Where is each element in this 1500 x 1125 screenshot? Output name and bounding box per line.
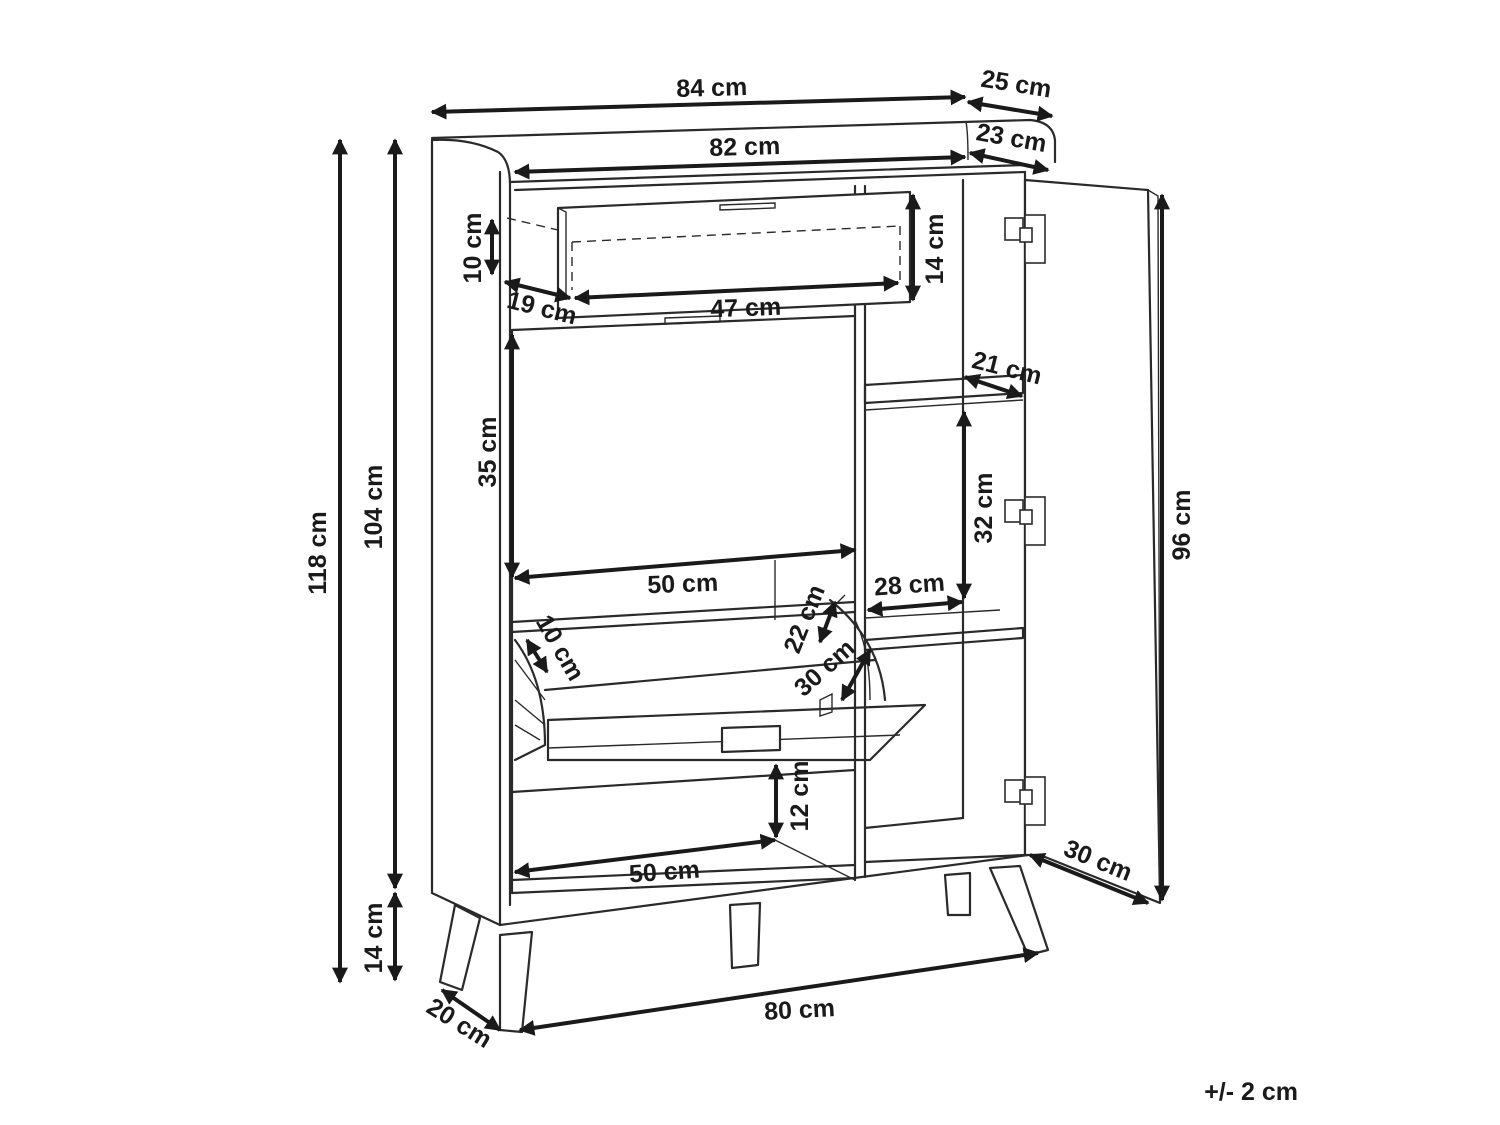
label-compartment-height-right: 32 cm (970, 473, 998, 544)
dim-line-47 (573, 275, 900, 306)
dim-line-84 (430, 89, 967, 120)
dim-line-30-flap (840, 648, 872, 702)
dim-line-82 (513, 149, 967, 180)
hinge-bottom (1004, 776, 1046, 826)
label-compartment-width-left: 50 cm (647, 569, 719, 599)
label-flap-depth-a: 10 cm (530, 610, 590, 685)
label-width-inner: 82 cm (709, 132, 781, 162)
label-depth-inner: 23 cm (974, 118, 1049, 158)
dim-line-50-bottom (513, 833, 777, 879)
dim-line-10-flap (525, 638, 549, 674)
label-drawer-height-front: 10 cm (459, 213, 487, 284)
hinge-middle (1004, 496, 1046, 546)
tolerance-note: +/- 2 cm (1204, 1078, 1298, 1106)
label-drawer-width: 47 cm (710, 293, 782, 323)
hinge-top (1004, 214, 1046, 264)
label-drawer-height: 14 cm (921, 214, 949, 285)
dim-line-30-door (1028, 853, 1150, 905)
label-depth-outer: 25 cm (979, 65, 1053, 104)
label-leg-height: 14 cm (360, 903, 388, 974)
label-body-height: 104 cm (360, 465, 388, 550)
dim-line-28 (866, 595, 964, 617)
label-compartment-width-right: 28 cm (873, 569, 946, 602)
dim-line-20 (440, 988, 502, 1032)
dim-line-80 (518, 947, 1040, 1036)
label-flap-depth-b: 22 cm (778, 581, 831, 657)
label-width-outer: 84 cm (676, 73, 748, 103)
dim-line-21 (963, 373, 1024, 400)
dimension-lines (332, 89, 1170, 1036)
dim-line-19 (503, 277, 572, 303)
label-bottom-width: 50 cm (628, 856, 701, 889)
label-leg-span: 80 cm (763, 994, 835, 1026)
dim-line-50-top (513, 543, 857, 585)
label-flap-height: 12 cm (786, 761, 814, 832)
label-total-height: 118 cm (304, 511, 332, 594)
label-compartment-height-left: 35 cm (474, 417, 502, 488)
dim-line-25 (966, 96, 1054, 122)
legs (438, 864, 1050, 1034)
dim-line-22 (817, 600, 838, 644)
dim-line-23 (968, 148, 1050, 175)
label-door-height: 96 cm (1168, 490, 1196, 561)
